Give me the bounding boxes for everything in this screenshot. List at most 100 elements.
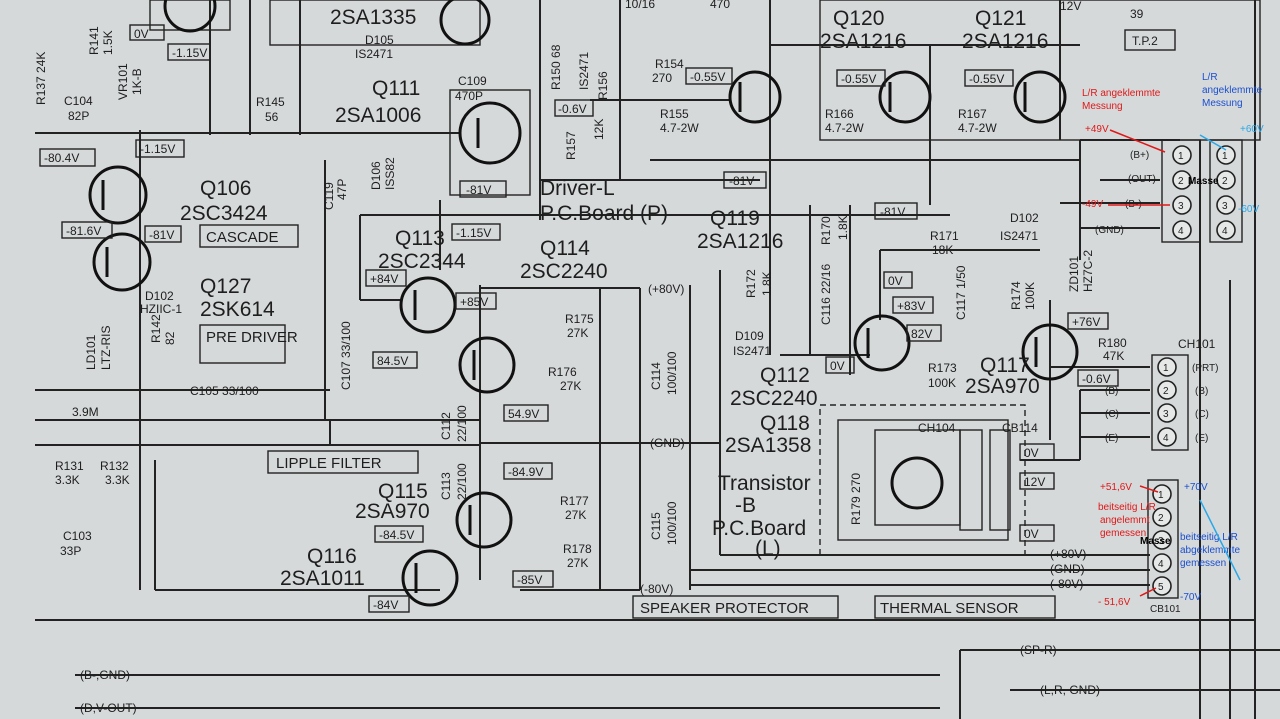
cb-pin-2: 2 <box>1158 513 1164 524</box>
connector-cb: 1 2 3 4 5 CB101 <box>1150 484 1181 615</box>
board-outlines <box>149 0 1261 556</box>
board-driver: Driver-L <box>540 177 615 200</box>
v-25: +76V <box>1072 315 1100 329</box>
ch101-label-4: (E) <box>1195 433 1208 444</box>
q112-ref: Q112 <box>760 364 810 387</box>
q111-type: 2SA1006 <box>335 104 421 127</box>
q127-tag: PRE DRIVER <box>206 329 298 346</box>
board-transistor-3: (L) <box>755 537 781 560</box>
voltage-boxes <box>39 24 1176 619</box>
label-47p: 47P <box>335 179 349 200</box>
v-1: -80.4V <box>44 151 79 165</box>
comp-r131-val: 3.3K <box>55 473 80 487</box>
comp-c105: C105 33/100 <box>190 384 259 398</box>
conn-top-sub: T.P.2 <box>1132 34 1158 48</box>
v-11: -81V <box>729 174 754 188</box>
v-29: 0V <box>1024 527 1039 541</box>
cb-name: CB101 <box>1150 604 1181 615</box>
q113-ref: Q113 <box>395 227 445 250</box>
board-transistor-1: -B <box>735 494 756 517</box>
note-plus60: +60V <box>1240 124 1264 135</box>
ch101-label-2: (B) <box>1195 386 1208 397</box>
v-3: -81.6V <box>66 224 101 238</box>
conn-top-pin-1: 1 <box>1178 151 1184 162</box>
comp-r131: R131 <box>55 459 84 473</box>
board-labels: Driver-L P.C.Board (P) Transistor -B P.C… <box>276 177 1019 617</box>
rail-d-vout: (D,V-OUT) <box>80 701 137 715</box>
q117-ref: Q117 <box>980 354 1030 377</box>
v-21: 0V <box>888 274 903 288</box>
comp-r171: R171 <box>930 229 959 243</box>
label-r141: R141 <box>87 26 101 55</box>
label-10-16: 10/16 <box>625 0 655 11</box>
comp-d102b: D102 <box>145 289 174 303</box>
note-red-bottom-2: angelemmt <box>1100 515 1150 526</box>
comp-c116: C116 22/16 <box>819 264 833 325</box>
comp-3-9m: 3.9M <box>72 405 99 419</box>
q120-type: 2SA1216 <box>820 30 906 53</box>
conn-top-pin-3: 3 <box>1178 201 1184 212</box>
ch101-left-label-4: (E) <box>1105 433 1118 444</box>
comp-c115: C115 <box>649 512 663 540</box>
comp-c112: C112 <box>439 412 453 440</box>
comp-r142-val: 82 <box>163 331 177 345</box>
note-plus49: +49V <box>1085 124 1109 135</box>
comp-r175: R175 <box>565 312 594 326</box>
q120-ref: Q120 <box>833 7 884 30</box>
conn-right-pin-4: 4 <box>1222 226 1228 237</box>
comp-r175-val: 27K <box>567 326 588 340</box>
q119-ref: Q119 <box>710 207 760 230</box>
label-270: 270 <box>652 71 672 85</box>
note-red-bottom-3: gemessen <box>1100 528 1146 539</box>
note-red-top-1: L/R angeklemmte <box>1082 88 1161 99</box>
transistor-symbols <box>88 0 1079 607</box>
comp-r177: R177 <box>560 494 589 508</box>
comp-r176-val: 27K <box>560 379 581 393</box>
v-31: 0V <box>134 27 149 41</box>
comp-r178: R178 <box>563 542 592 556</box>
note-blue-top-3: Messung <box>1202 98 1243 109</box>
comp-c107: C107 33/100 <box>339 321 353 390</box>
v-17: -84.9V <box>508 465 543 479</box>
section-thermal: THERMAL SENSOR <box>880 600 1019 617</box>
q118-ref: Q118 <box>760 412 810 435</box>
ch101-left-label-3: (C) <box>1105 409 1119 420</box>
conn-top-label-1: (B+) <box>1130 150 1149 161</box>
comp-r178-val: 27K <box>567 556 588 570</box>
v-22: +83V <box>897 299 925 313</box>
rail-minus80-b: (-80V) <box>1050 577 1083 591</box>
rail-plus80: (+80V) <box>648 282 684 296</box>
comp-ld101: LD101 <box>84 334 98 370</box>
section-ripple: LIPPLE FILTER <box>276 455 382 472</box>
label-r167: R167 <box>958 107 987 121</box>
comp-c113-val: 22/100 <box>455 463 469 500</box>
label-r167-val: 4.7-2W <box>958 121 997 135</box>
note-masse2: Masse <box>1140 536 1171 547</box>
rail-gnd-b: (GND) <box>1050 562 1085 576</box>
v-24: 0V <box>830 359 845 373</box>
ch101-pin-3: 3 <box>1163 409 1169 420</box>
q121-ref: Q121 <box>975 7 1026 30</box>
v-0: -1.15V <box>172 46 207 60</box>
label-r145: R145 <box>256 95 285 109</box>
q117-type: 2SA970 <box>965 375 1040 398</box>
cb-pin-4: 4 <box>1158 559 1164 570</box>
v-10: -0.55V <box>969 72 1004 86</box>
v-2: -1.15V <box>140 142 175 156</box>
conn-top-pin-4: 4 <box>1178 226 1184 237</box>
ch101-pin-4: 4 <box>1163 433 1169 444</box>
comp-r174-val: 100K <box>1023 282 1037 310</box>
note-minus516: - 51,6V <box>1098 597 1131 608</box>
transistor-labels: Q106 2SC3424 CASCADE Q111 2SA1006 Q113 2… <box>180 7 1048 590</box>
top-component-labels: 2SA1335 D105 IS2471 C109 470P R150 68 R1… <box>34 0 997 210</box>
comp-c115-val: 100/100 <box>665 501 679 545</box>
v-20: -84V <box>373 598 398 612</box>
note-blue-bottom-3: gemessen <box>1180 558 1226 569</box>
comp-cb114: CB114 <box>1002 421 1038 435</box>
note-minus60: -60V <box>1238 204 1259 215</box>
v-5: -1.15V <box>456 226 491 240</box>
note-blue-top-1: L/R <box>1202 72 1218 83</box>
label-470: 470 <box>710 0 730 11</box>
cb-pin-1: 1 <box>1158 490 1164 501</box>
ch101-left-label-2: (B) <box>1105 386 1118 397</box>
